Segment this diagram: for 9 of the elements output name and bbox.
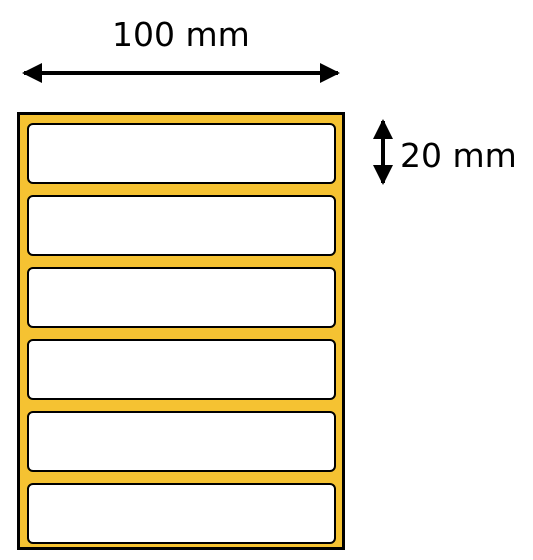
label-blank — [27, 195, 336, 256]
label-blank — [27, 339, 336, 400]
label-blank — [27, 483, 336, 544]
label-sheet — [17, 112, 345, 550]
label-blank — [27, 267, 336, 328]
label-blank — [27, 123, 336, 184]
label-blank — [27, 411, 336, 472]
dimension-label: 100 mm — [112, 18, 250, 51]
dimension-label: 20 mm — [400, 139, 517, 172]
